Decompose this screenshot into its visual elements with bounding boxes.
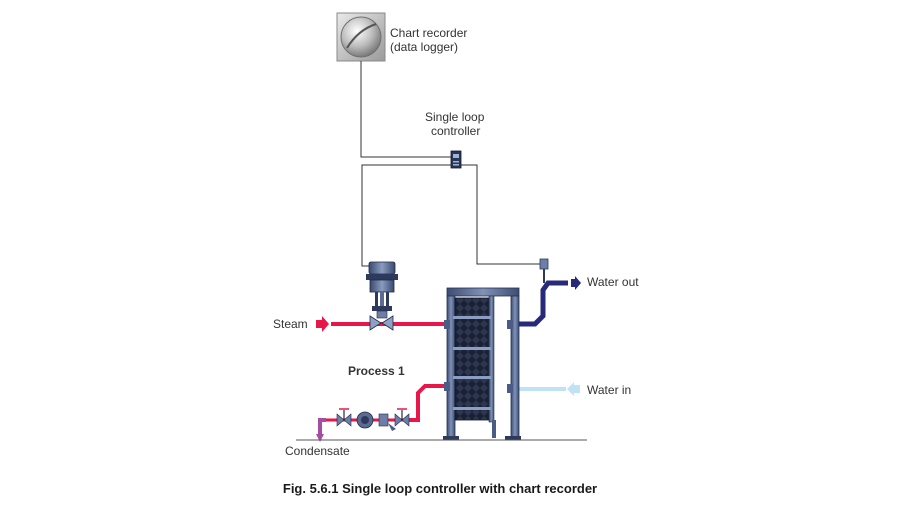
condensate-arrow-icon (316, 434, 324, 442)
valve-signal-line (361, 164, 452, 267)
steam-trap-set (336, 408, 410, 431)
process-label: Process 1 (348, 364, 405, 378)
controller-label-line1: Single loop (425, 110, 485, 124)
flow-arrows (316, 276, 581, 442)
plate-heat-exchanger (443, 287, 521, 440)
condensate-pipe (318, 418, 326, 434)
water-out-arrow-icon (571, 276, 581, 290)
controller-label-line2: controller (431, 124, 481, 138)
sensor-signal-line (460, 164, 540, 265)
chart-recorder (336, 12, 386, 62)
control-valve (366, 261, 398, 331)
condensate-return-pipe (407, 384, 444, 422)
chart-recorder-label-line2: (data logger) (390, 40, 459, 54)
condensate-label: Condensate (285, 444, 350, 458)
figure-caption: Fig. 5.6.1 Single loop controller with c… (282, 481, 598, 496)
water-out-label: Water out (587, 275, 639, 289)
single-loop-controller (450, 150, 462, 169)
water-out-pipe (510, 280, 568, 327)
steam-label: Steam (273, 317, 308, 331)
pipes (318, 280, 568, 434)
recorder-signal-line (360, 61, 452, 158)
temperature-sensor (539, 258, 549, 283)
water-in-label: Water in (587, 383, 632, 397)
water-in-arrow-icon (567, 382, 580, 396)
signal-lines (360, 61, 540, 267)
steam-arrow-icon (316, 316, 329, 332)
chart-recorder-label-line1: Chart recorder (390, 26, 468, 40)
